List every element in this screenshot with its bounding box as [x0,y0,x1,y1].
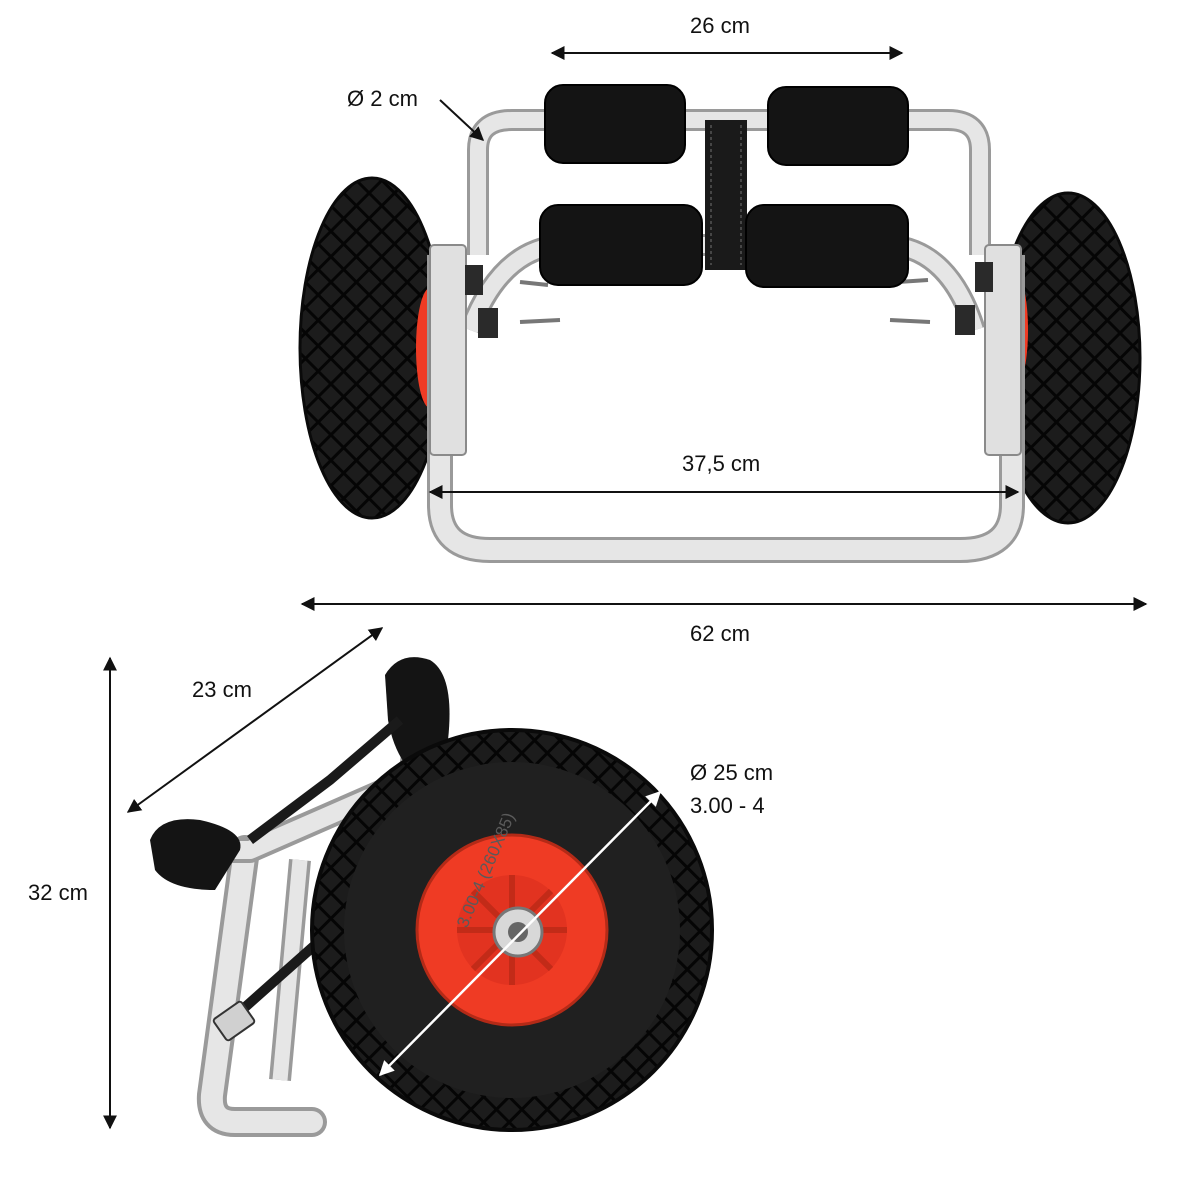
arrow-depth [126,627,384,813]
label-total-width: 62 cm [690,621,750,646]
side-pad-left [150,819,241,890]
front-left-wheel [298,176,446,520]
front-strap [705,120,747,270]
label-inner-width: 37,5 cm [682,451,761,476]
foam-pads [539,84,909,288]
side-wheel [310,728,714,1132]
dimension-arrows [103,46,1148,1130]
label-height: 32 cm [28,880,88,905]
label-top-width: 26 cm [690,13,750,38]
front-view [298,84,1142,563]
arrow-tube-diameter [439,99,485,141]
label-wheel-size: 3.00 - 4 [690,793,765,818]
label-depth: 23 cm [192,677,252,702]
side-view: 3.00-4 (260X85) [150,657,714,1137]
front-frame-bottom [427,255,1025,563]
label-wheel-diameter: Ø 25 cm [690,760,774,785]
arrow-wheel-diameter [378,790,662,1077]
label-tube-diameter: Ø 2 cm [347,86,418,111]
